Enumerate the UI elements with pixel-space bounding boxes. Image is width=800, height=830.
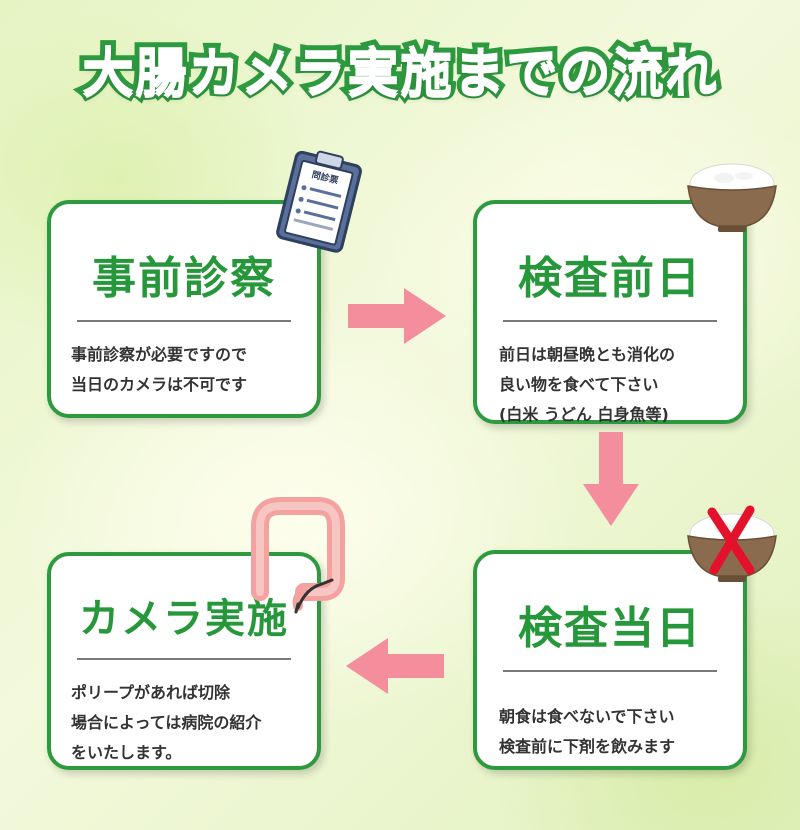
rice-bowl-icon bbox=[687, 163, 777, 232]
step-heading: 事前診察 bbox=[92, 253, 276, 304]
divider bbox=[77, 320, 291, 322]
step-heading: カメラ実施 bbox=[79, 596, 289, 642]
divider bbox=[503, 320, 717, 322]
step-card-pre-consultation: 事前診察 事前診察が必要ですので 当日のカメラは不可です bbox=[47, 200, 321, 418]
rice-bowl-crossed-icon bbox=[687, 505, 777, 582]
step-description: 朝食は食べないで下さい 検査前に下剤を飲みます bbox=[499, 707, 676, 756]
arrow-down-icon bbox=[583, 432, 639, 526]
colon-icon bbox=[251, 497, 345, 614]
step-description: 前日は朝昼晩とも消化の 良い物を食べて下さい (白米 うどん 白身魚等) bbox=[499, 345, 676, 424]
step-heading: 検査前日 bbox=[518, 253, 702, 304]
arrow-right-icon bbox=[348, 288, 446, 344]
step-description: ポリープがあれば切除 場合によっては病院の紹介 をいたします。 bbox=[71, 683, 262, 762]
clipboard-icon: 問診票 bbox=[276, 150, 362, 253]
step-card-exam-day: 検査当日 朝食は食べないで下さい 検査前に下剤を飲みます bbox=[473, 550, 747, 770]
divider bbox=[77, 658, 291, 660]
step-card-camera-exam: カメラ実施 ポリープがあれば切除 場合によっては病院の紹介 をいたします。 bbox=[47, 552, 321, 770]
step-description: 事前診察が必要ですので 当日のカメラは不可です bbox=[71, 345, 248, 394]
step-heading: 検査当日 bbox=[518, 603, 702, 654]
arrow-left-icon bbox=[346, 638, 444, 694]
page-title: 大腸カメラ実施までの流れ bbox=[77, 38, 722, 108]
divider bbox=[503, 670, 717, 672]
step-card-day-before: 検査前日 前日は朝昼晩とも消化の 良い物を食べて下さい (白米 うどん 白身魚等… bbox=[473, 200, 747, 424]
